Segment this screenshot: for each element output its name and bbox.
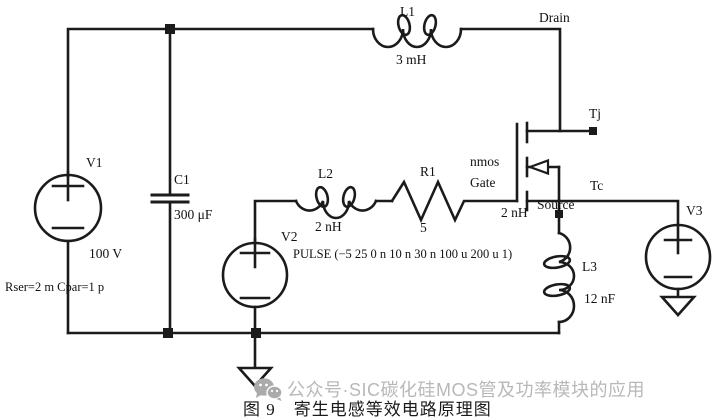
l3-value-label: 12 nF [584,291,616,306]
c1-value-label: 300 μF [174,207,213,222]
resistor-r1-symbol [390,178,519,224]
l3-ref-label: L3 [582,259,597,274]
watermark-text: 公众号·SIC碳化硅MOS管及功率模块的应用 [287,380,645,400]
voltage-source-v3-symbol [644,223,712,291]
l1-value-label: 3 mH [396,52,427,67]
v1-value-label: 100 V [89,246,123,261]
body-diode-arrow [526,158,550,176]
l2-value-label: 2 nH [315,219,342,234]
l1-ref-label: L1 [400,4,415,19]
gate-label: Gate [470,175,496,190]
figure-caption: 图 9 寄生电感等效电路原理图 [243,400,492,419]
c1-ref-label: C1 [174,172,190,187]
net-tj-label: Tj [589,106,601,121]
junction-dot-top [165,24,175,34]
inductor-l2-symbol [294,185,394,220]
v1-params-label: Rser=2 m Cpar=1 p [5,280,105,294]
tj-terminal-dot [589,127,597,135]
ground-symbol-v2 [236,331,274,388]
nmos-transistor-symbol [515,121,592,212]
wechat-icon [254,377,283,401]
ground-symbol-v3 [659,287,697,317]
inductor-l1-symbol [371,13,463,49]
junction-dot-c1 [163,328,173,338]
l2-ref-label: L2 [318,166,333,181]
voltage-source-v2-symbol [221,199,298,335]
v3-ref-label: V3 [686,203,703,218]
r1-value-label: 5 [420,220,427,235]
watermark: 公众号·SIC碳化硅MOS管及功率模块的应用 [253,376,645,402]
r1-ref-label: R1 [420,164,436,179]
net-drain-label: Drain [539,10,570,25]
v1-ref-label: V1 [86,155,103,170]
source-inductance-value-label: 2 nH [501,205,528,220]
source-label: Source [537,197,575,212]
inductor-l3-symbol [542,231,576,335]
junction-dot-source [555,210,563,218]
v2-pulse-label: PULSE (−5 25 0 n 10 n 30 n 100 u 200 u 1… [293,247,513,261]
capacitor-c1-symbol [150,27,190,335]
voltage-source-v1-symbol [33,170,103,335]
v2-ref-label: V2 [281,229,298,244]
net-tc-label: Tc [590,178,604,193]
wire-tc [557,199,680,227]
wire-top-rail [66,27,562,178]
nmos-type-label: nmos [470,154,500,169]
